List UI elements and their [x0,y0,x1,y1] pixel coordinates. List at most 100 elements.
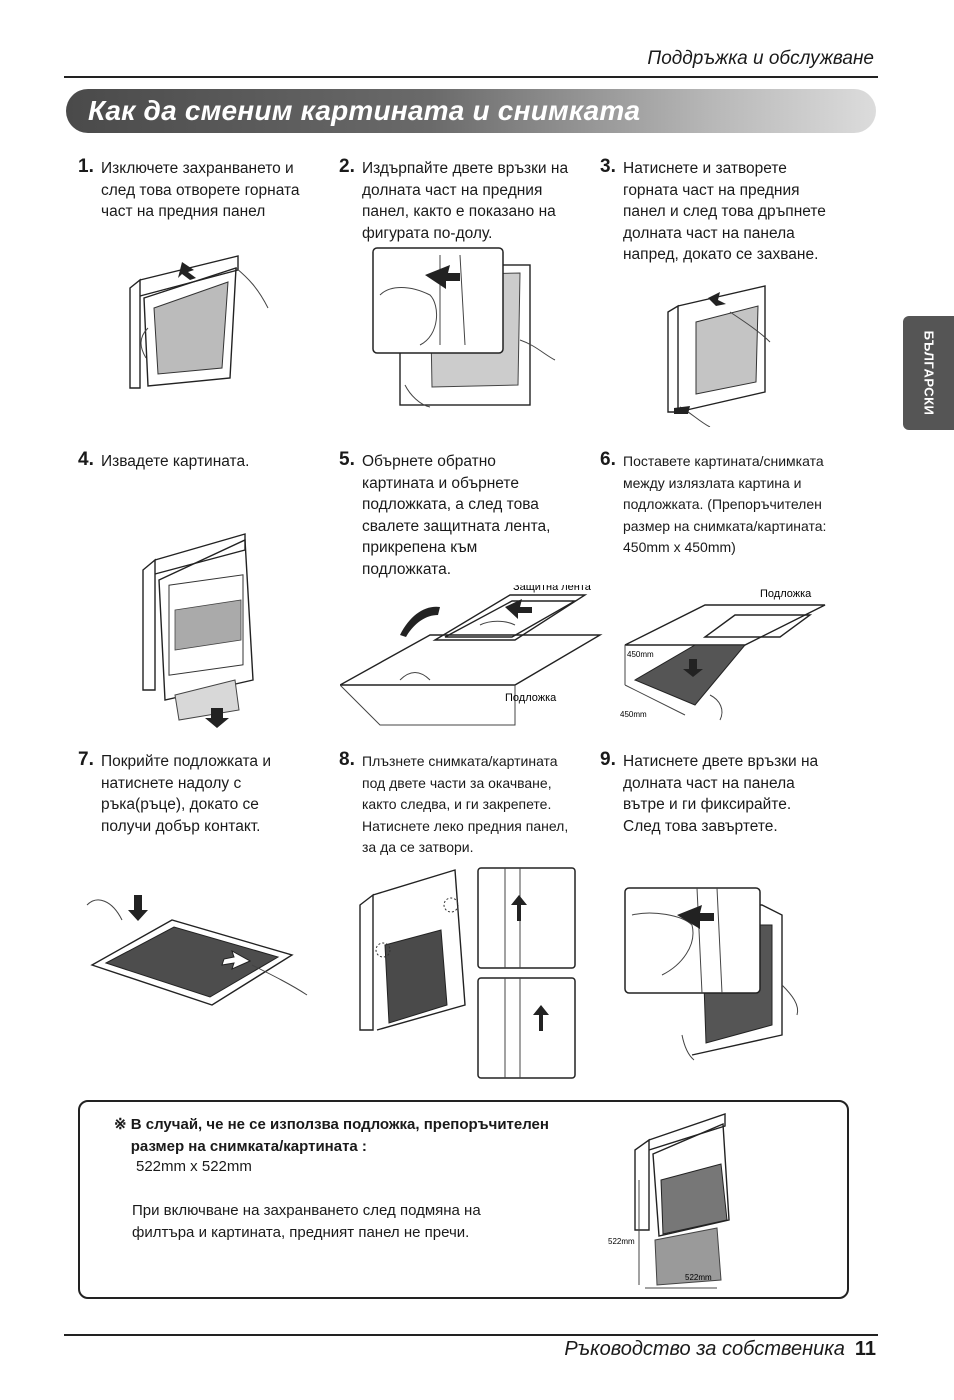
backing-sheet [90,919,294,1006]
page-number: 11 [854,1338,876,1360]
step-text: Поставете картината/снимката между изляз… [623,453,827,555]
front-panel [372,869,466,1031]
note-heading: ※ В случай, че не се използва подложка, … [114,1114,549,1158]
step-9: 9. Натиснете двете връзки на долната час… [600,749,850,841]
step-text: Покрийте подложката и натиснете надолу с… [101,753,271,835]
hand-outline-bottom [404,384,431,408]
hand-outline-left [399,672,431,681]
page-title: Как да сменим картината и снимката [88,95,641,126]
unit-side [359,893,374,1031]
note-box [78,1100,849,1299]
note-body: При включване на захранването след подмя… [132,1202,481,1241]
figure-step-5: Защитна лента Подложка [340,585,603,726]
callout-circle [443,897,459,913]
tape-border [444,600,578,638]
label-protective-tape: Защитна лента [513,585,592,593]
dimension-lines [638,1180,717,1289]
unit-side [667,304,679,413]
unit-top [648,1113,726,1151]
step-7: 7. Покрийте подложката и натиснете надол… [78,749,328,841]
figure-step-9 [624,887,799,1061]
figure-note: 522mm 522mm [608,1113,730,1289]
picture-extended [654,1227,722,1286]
picture-pulled [174,679,240,721]
footer-rule [64,1334,878,1336]
picture-sheet [432,594,588,641]
hand-outline [631,912,694,976]
step-number: 9. [600,749,616,770]
unit-side [129,278,141,389]
step-number: 8. [339,749,355,770]
figure-step-7 [86,895,308,1006]
hand-outline-left [140,327,149,359]
step-number: 4. [78,449,94,470]
hand-outline-right [781,984,799,1016]
step-2: 2. Издърпайте двете връзки на долната ча… [339,156,594,248]
hand-outline [235,267,269,309]
detail-inset [372,247,504,354]
hook-rail [504,978,521,1078]
step-number: 6. [600,449,616,470]
title-bar [66,89,876,133]
running-header: Поддръжка и обслужване [647,48,874,69]
step-number: 5. [339,449,355,470]
arrow-icon [221,949,252,970]
arrow-icon [178,262,196,280]
figure-step-4 [142,533,254,728]
arrow-icon [708,292,726,306]
panel-edge [696,887,723,994]
step-text: Обърнете обратно картината и обърнете по… [362,453,551,578]
label-450-b: 450mm [620,710,647,719]
step-number: 3. [600,156,616,177]
footer-title: Ръководство за собственика [564,1338,845,1360]
arrow-icon [674,406,690,414]
note-heading-text: В случай, че не се използва подложка, пр… [130,1116,549,1155]
step-text: Изключете захранването и след това отвор… [101,160,300,220]
detail-inset-top [477,867,576,969]
label-522-a: 522mm [608,1237,635,1246]
arrow-icon [511,895,527,921]
note-symbol: ※ [114,1116,127,1133]
picture-photo [384,929,448,1024]
figure-step-2 [372,247,556,408]
hand-outline [729,311,771,343]
step-text: Плъзнете снимката/картината под двете ча… [362,753,569,855]
front-panel [143,267,237,387]
unit-top [154,533,246,575]
unit-side [142,558,156,691]
running-footer: Ръководство за собственика 11 [564,1338,876,1361]
step-text: Натиснете и затворете горната част на пр… [623,160,826,263]
picture-stripes [174,599,242,651]
arrow-icon [425,265,460,289]
step-6: 6. Поставете картината/снимката между из… [600,449,850,561]
step-number: 7. [78,749,94,770]
label-backing: Подложка [760,588,812,600]
step-text: Натиснете двете връзки на долната част н… [623,753,819,835]
backing-sheet [340,634,603,686]
detail-inset-bottom [477,977,576,1079]
figure-step-1 [129,255,269,389]
figure-step-8 [359,867,576,1079]
step-number: 1. [78,156,94,177]
hand-outline [479,620,516,626]
language-tab-label: БЪЛГАРСКИ [921,330,936,416]
note-size: 522mm x 522mm [136,1158,252,1175]
front-panel [677,285,766,413]
step-number: 2. [339,156,355,177]
step-5: 5. Обърнете обратно картината и обърнете… [339,449,589,581]
dimension-lines [624,645,686,716]
arrow-icon [128,895,148,921]
hand-outline [379,287,438,346]
rotate-arrow-icon [400,606,440,637]
step-3: 3. Натиснете и затворете горната част на… [600,156,850,268]
hand-outline [709,694,723,721]
step-text: Извадете картината. [101,453,250,470]
picture-photo [104,926,280,998]
picture-area [695,305,759,395]
hand-outline-right [251,964,308,996]
picture-photo [660,1163,728,1235]
step-8: 8. Плъзнете снимката/картината под двете… [339,749,594,861]
backing-sheet [624,604,826,646]
callout-circle [375,942,391,958]
step-1: 1. Изключете захранването и след това от… [78,156,328,228]
